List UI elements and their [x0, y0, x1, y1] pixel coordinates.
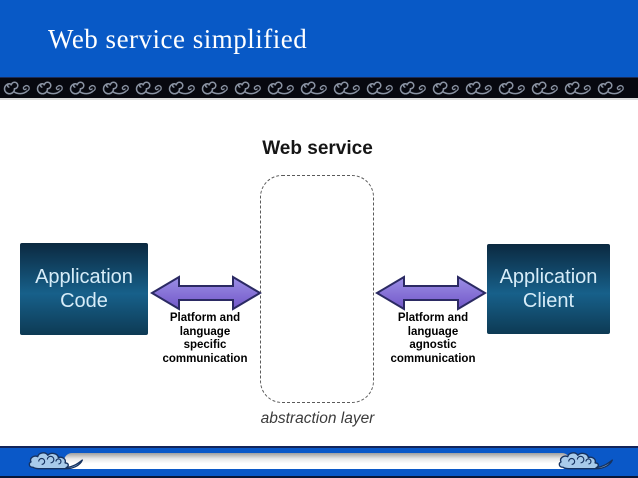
- scroll-motif-icon: [0, 80, 33, 96]
- right-arrow-label: Platform and language agnostic communica…: [390, 312, 476, 365]
- scroll-motif-icon: [264, 80, 297, 96]
- scroll-motif-icon: [66, 80, 99, 96]
- cloud-ornament-icon: [26, 449, 84, 473]
- application-code-label: Application Code: [35, 266, 133, 312]
- scroll-motif-icon: [165, 80, 198, 96]
- scroll-motif-icon: [99, 80, 132, 96]
- scroll-motif-icon: [528, 80, 561, 96]
- scroll-motif-icon: [132, 80, 165, 96]
- scroll-motif-icon: [429, 80, 462, 96]
- scroll-motif-icon: [594, 80, 627, 96]
- scroll-motif-icon: [561, 80, 594, 96]
- application-client-label: Application Client: [499, 266, 598, 312]
- application-code-box: Application Code: [20, 243, 148, 335]
- double-arrow-left-icon: [150, 275, 262, 311]
- scroll-motif-icon: [198, 80, 231, 96]
- slide-title: Web service simplified: [48, 24, 308, 54]
- scroll-motif-icon: [330, 80, 363, 96]
- footer-stripe: [64, 453, 570, 469]
- slide-header: Web service simplified: [0, 0, 638, 77]
- scroll-motif-icon: [363, 80, 396, 96]
- diagram: Web service Application Code Application…: [0, 99, 638, 446]
- scroll-motif-icon: [231, 80, 264, 96]
- scroll-motif-icon: [297, 80, 330, 96]
- ornament-border: [0, 77, 638, 100]
- left-arrow-label: Platform and language specific communica…: [162, 312, 248, 365]
- application-client-box: Application Client: [487, 244, 610, 334]
- scroll-motif-icon: [33, 80, 66, 96]
- scroll-motif-icon: [495, 80, 528, 96]
- scroll-motif-icon: [396, 80, 429, 96]
- abstraction-layer-label: abstraction layer: [260, 410, 375, 427]
- slide-footer: [0, 446, 638, 478]
- web-service-label: Web service: [262, 138, 373, 159]
- abstraction-layer-shape: [260, 175, 374, 403]
- scroll-motif-icon: [462, 80, 495, 96]
- cloud-ornament-icon: [556, 449, 614, 473]
- double-arrow-right-icon: [375, 275, 487, 311]
